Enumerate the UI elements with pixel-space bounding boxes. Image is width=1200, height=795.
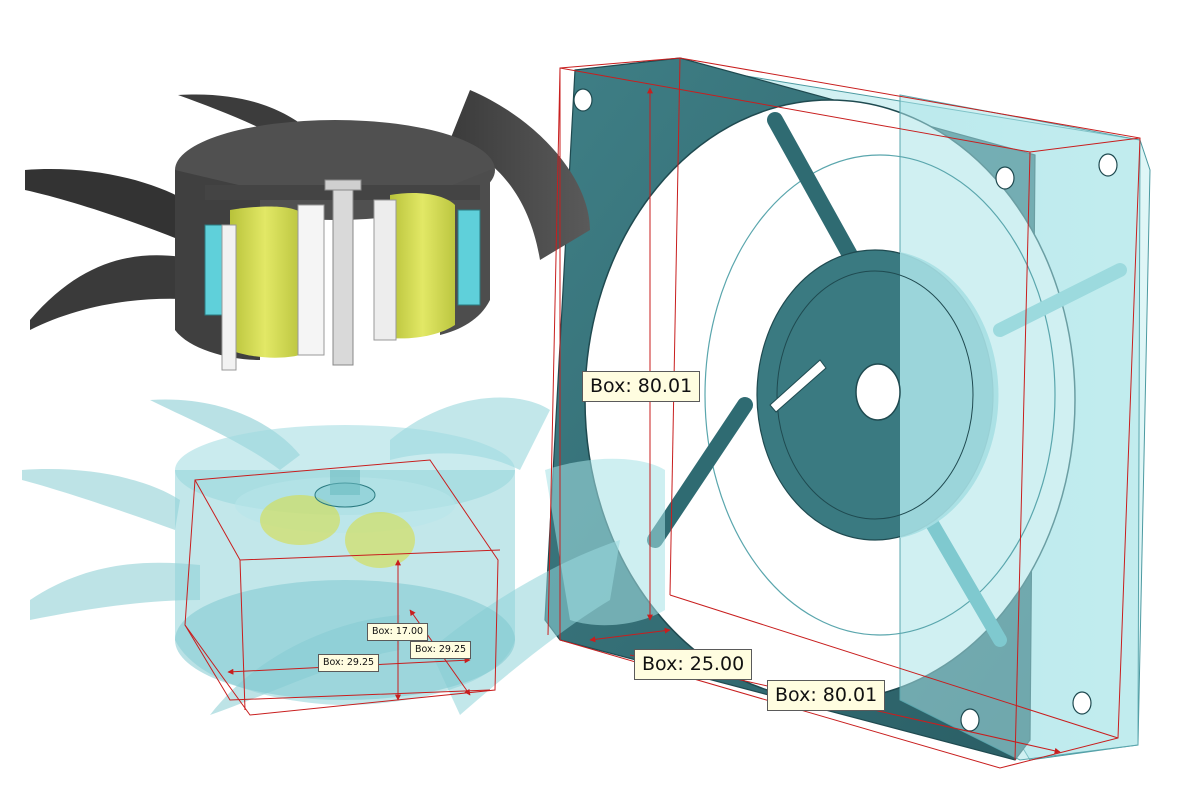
dimension-label-frame-width: Box: 80.01 [767, 680, 886, 711]
screw-hole [1072, 691, 1092, 715]
frame-strut [647, 397, 753, 548]
screw-hole [995, 166, 1015, 190]
frame-strut [923, 513, 1007, 647]
screw-hole [1098, 153, 1118, 177]
frame-ghost-overlay [899, 94, 1141, 761]
shaft [332, 179, 354, 366]
impeller-blade [30, 562, 200, 620]
dimension-label-hub-height: Box: 17.00 [367, 623, 429, 641]
impeller-blade [25, 169, 185, 240]
screw-hole [960, 708, 980, 732]
motor-cutaway [25, 90, 590, 371]
screw-hole [573, 88, 593, 112]
dimension-label-hub-depth: Box: 29.25 [410, 641, 472, 659]
mount-hole [855, 363, 901, 421]
magnet-left [230, 206, 300, 358]
frame-strut [767, 112, 858, 263]
impeller-blade [22, 469, 180, 530]
dimension-label-frame-height: Box: 80.01 [582, 371, 701, 402]
dimension-label-hub-width: Box: 29.25 [318, 654, 380, 672]
impeller-blade [30, 255, 200, 330]
coil-right [457, 209, 481, 306]
impeller-blade [450, 90, 590, 260]
bounding-boxes [184, 57, 1141, 769]
frame-depth-arrow [589, 627, 671, 643]
magnet-right [390, 193, 455, 339]
dimension-label-frame-depth: Box: 25.00 [634, 649, 753, 680]
impeller-blade [545, 458, 665, 626]
fan-frame [544, 57, 1151, 761]
frame-strut [993, 263, 1127, 337]
